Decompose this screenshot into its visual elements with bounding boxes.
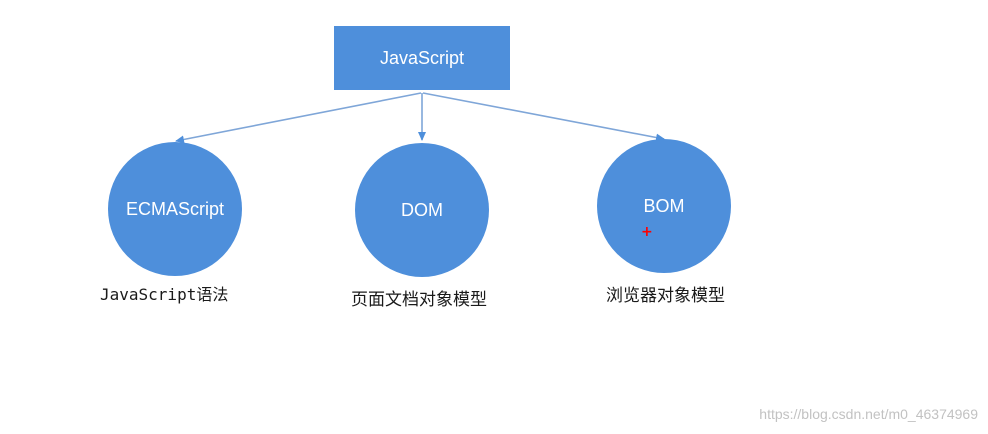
arrow-to-ecmascript	[175, 92, 422, 144]
caption-ecmascript: JavaScript语法	[100, 285, 229, 304]
root-node-javascript: JavaScript	[334, 26, 510, 90]
node-ecmascript: ECMAScript	[108, 142, 242, 276]
node-ecmascript-label: ECMAScript	[125, 198, 224, 219]
root-node-label: JavaScript	[379, 47, 465, 68]
node-bom: BOM	[597, 139, 731, 273]
node-dom-label: DOM	[401, 199, 443, 220]
cursor-plus-marker: +	[641, 224, 653, 240]
node-bom-label: BOM	[643, 195, 685, 216]
caption-bom: 浏览器对象模型	[606, 286, 725, 306]
watermark-url: https://blog.csdn.net/m0_46374969	[759, 406, 978, 422]
node-dom: DOM	[355, 143, 489, 277]
caption-dom: 页面文档对象模型	[351, 290, 487, 310]
arrow-to-bom	[422, 92, 665, 142]
